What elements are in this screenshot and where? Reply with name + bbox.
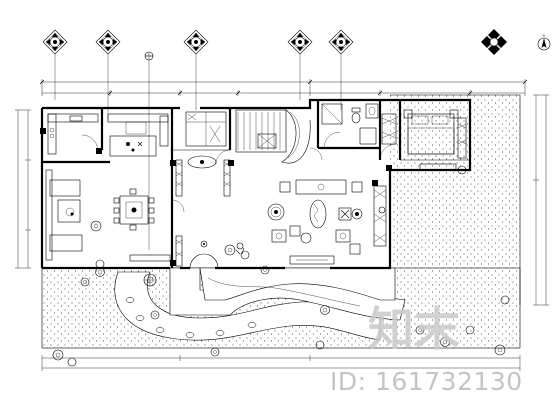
- watermark: 知末 ID: 161732130: [330, 302, 523, 396]
- elevation-marker-4: [287, 29, 313, 55]
- building-walls: [40, 98, 472, 270]
- kitchen: [47, 113, 169, 157]
- bottom-dimension-lines: [41, 355, 521, 371]
- elevation-marker-3: [183, 29, 209, 55]
- elevation-marker-1: [42, 29, 68, 55]
- kitchen-door-swing: [81, 134, 99, 152]
- top-dimension-lines: [39, 79, 528, 96]
- sofa-bottom: [49, 234, 83, 252]
- dining-table: [119, 195, 149, 225]
- round-rug: [267, 203, 285, 221]
- garden-path: [114, 271, 381, 341]
- side-gravel-bed: [390, 95, 520, 268]
- stepping-stones: [125, 297, 257, 338]
- shrubs: [52, 244, 510, 367]
- watermark-id: ID: 161732130: [330, 367, 523, 396]
- tv-cabinet: [289, 255, 335, 265]
- garden-area: [41, 94, 521, 367]
- elevation-markers: N: [42, 29, 551, 61]
- living-room: [235, 179, 387, 265]
- family-room: [45, 169, 105, 269]
- dimension-ticks-top: [39, 79, 528, 96]
- interior-doors: [171, 147, 323, 213]
- side-garden-boundary: [390, 94, 521, 305]
- stair-treads: [237, 112, 281, 150]
- elevation-marker-quad: [481, 29, 507, 55]
- coffee-table-oval: [309, 199, 327, 229]
- left-dimension-lines: [15, 109, 31, 269]
- armchair-group: [338, 207, 363, 221]
- north-arrow: N: [537, 34, 551, 51]
- elevation-marker-2: [95, 29, 121, 55]
- sofa-top: [49, 179, 81, 197]
- right-dimension-lines: [533, 94, 549, 306]
- bathroom: [321, 103, 397, 161]
- stair-enclosure: [235, 109, 287, 153]
- dining-area: [113, 188, 171, 262]
- north-label: N: [543, 34, 545, 38]
- terrace-slab: [199, 267, 396, 301]
- toilet: [351, 112, 361, 124]
- elevation-marker-5: [328, 29, 354, 55]
- section-marker-small: [144, 51, 154, 61]
- kitchen-island: [109, 135, 157, 157]
- kitchen-counter-left: [47, 113, 57, 155]
- front-door-swing: [189, 253, 219, 269]
- coffee-table-left: [57, 199, 81, 223]
- bedroom: [403, 109, 467, 175]
- pantry-counter: [107, 113, 169, 123]
- watermark-brand: 知末: [368, 302, 460, 356]
- sideboard: [129, 254, 171, 262]
- sink: [69, 115, 83, 122]
- plant-left: [90, 220, 102, 232]
- entry-hall: [175, 155, 231, 269]
- foyer-stairs: [185, 109, 311, 164]
- vanity: [365, 103, 379, 119]
- sofa-main: [295, 179, 347, 195]
- spiral-stair-curve: [281, 109, 311, 164]
